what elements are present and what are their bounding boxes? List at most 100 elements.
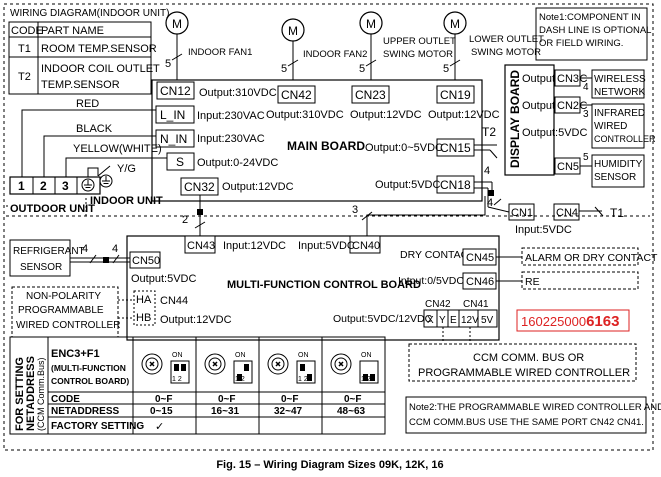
alarm-label: ALARM OR DRY CONTACT (525, 252, 658, 264)
indoor-fan1-label: INDOOR FAN1 (188, 47, 252, 58)
l-in-connector (155, 105, 195, 124)
ha-label: HA (136, 294, 152, 306)
alarm-dry-contact: ALARM OR DRY CONTACT RE (496, 247, 658, 290)
indoor-unit-label: INDOOR UNIT (90, 195, 163, 207)
parts-header-name: PART NAME (41, 25, 104, 37)
lower-swing-label-1: LOWER OUTLET (469, 34, 544, 45)
s-label: S (176, 155, 184, 169)
ccm-bus: CCM COMM. BUS OR PROGRAMMABLE WIRED CONT… (408, 327, 637, 382)
cn15-label: CN15 (440, 141, 471, 155)
enc-header-2: (MULTI-FUNCTION (51, 363, 126, 373)
t2-sensor: T2 (474, 125, 498, 159)
parts-name-t2-line1: INDOOR COIL OUTLET (41, 63, 160, 75)
mfc-board-label: MULTI-FUNCTION CONTROL BOARD (227, 279, 421, 291)
row-factory-label: FACTORY SETTING (51, 421, 144, 432)
remote-partial-label: RE (525, 276, 540, 288)
wire-yellow-label: YELLOW(WHITE) (73, 143, 162, 155)
pin-e: E (450, 315, 457, 326)
bus-output: Output:5VDC/12VDC (333, 313, 433, 325)
motor-pins: 5 (281, 63, 287, 75)
motor-symbol: M (366, 17, 376, 31)
cn19-label: CN19 (440, 88, 471, 102)
wire-black-label: BLACK (76, 123, 113, 135)
indoor-fan2-label: INDOOR FAN2 (303, 49, 367, 60)
setting-side-1: FOR SETTING (14, 357, 26, 431)
note1-line3: OR FIELD WIRING. (539, 38, 623, 49)
cn15-output: Output:0~5VDC (365, 142, 443, 154)
n-in-input: Input:230VAC (197, 133, 265, 145)
dip-on: ON (361, 352, 372, 359)
cn44-output: Output:12VDC (160, 314, 232, 326)
cn1-label: CN1 (511, 207, 533, 219)
code-value-3: 0~F (281, 394, 299, 405)
main-board-label: MAIN BOARD (287, 139, 365, 153)
note2-line2: CCM COMM.BUS USE THE SAME PORT CN42 CN41… (409, 417, 644, 428)
power-wiring: RED BLACK YELLOW(WHITE) (21, 98, 167, 177)
cn40-count: 3 (352, 204, 358, 216)
ccm-label-1: CCM COMM. BUS OR (473, 352, 584, 364)
parts-code-t1: T1 (18, 43, 31, 55)
note1-line1: Note1:COMPONENT IN (539, 12, 641, 23)
parts-header-code: CODE (11, 25, 43, 37)
cn41-mfc-label: CN41 (463, 299, 489, 310)
t1-label: T1 (610, 206, 624, 220)
part-number-suffix: 6163 (586, 313, 619, 330)
code-value-4: 0~F (344, 394, 362, 405)
terminal-block: 1 2 3 Y/G INDOOR UNIT OUTDOOR UNIT (9, 163, 163, 215)
indoor-fan2-motor: M 5 INDOOR FAN2 (281, 18, 367, 80)
note2-line1: Note2:THE PROGRAMMABLE WIRED CONTROLLER … (409, 402, 661, 413)
cn50-output: Output:5VDC (131, 273, 196, 285)
address-dial (141, 353, 163, 375)
lower-swing-motor: M 5 LOWER OUTLET SWING MOTOR (443, 11, 544, 80)
cn42-main-label: CN42 (281, 88, 312, 102)
enc-header-3: CONTROL BOARD) (51, 376, 129, 386)
s-output: Output:0-24VDC (197, 157, 278, 169)
refrigerant-sensor: REFRIGERANT SENSOR 4 4 (9, 239, 130, 277)
note2: Note2:THE PROGRAMMABLE WIRED CONTROLLER … (405, 396, 661, 434)
motor-symbol: M (450, 17, 460, 31)
code-value-1: 0~F (155, 394, 173, 405)
figure-caption: Fig. 15 – Wiring Diagram Sizes 09K, 12K,… (216, 459, 443, 471)
lower-swing-label-2: SWING MOTOR (471, 47, 541, 58)
upper-swing-label-2: SWING MOTOR (383, 49, 453, 60)
factory-value-1: ✓ (155, 421, 164, 433)
cn1-input: Input:5VDC (515, 224, 572, 236)
non-polarity-controller: NON-POLARITY PROGRAMMABLE WIRED CONTROLL… (11, 286, 134, 338)
cn44-connector (133, 290, 156, 326)
cn42-main-connector (277, 85, 316, 104)
note1-line2: DASH LINE IS OPTIONAL (539, 25, 651, 36)
motor-pins: 5 (443, 63, 449, 75)
cn5-output-label: Output:5VDC (522, 127, 587, 139)
cn15-connector (436, 138, 475, 157)
cn18-count-a: 4 (484, 165, 490, 177)
note1: Note1:COMPONENT IN DASH LINE IS OPTIONAL… (535, 7, 651, 61)
code-value-2: 0~F (218, 394, 236, 405)
non-polarity-label-2: PROGRAMMABLE (18, 305, 104, 316)
cn46-label: CN46 (466, 276, 494, 288)
setting-side-2: NETADDRESS (25, 356, 37, 431)
parts-name-t1: ROOM TEMP.SENSOR (41, 43, 157, 55)
l-in-label: L_IN (160, 108, 185, 122)
infrared-label-1: INFRARED (594, 108, 645, 119)
dip-on: ON (172, 352, 183, 359)
row-netaddress-label: NETADDRESS (51, 406, 119, 417)
cn44-label: CN44 (160, 295, 188, 307)
cn50-connector (129, 251, 161, 269)
cn42-cn41-connector (423, 309, 498, 328)
cn18-connector (436, 175, 475, 194)
refrigerant-label-2: SENSOR (20, 262, 62, 273)
dip-pins: 1 2 (235, 376, 245, 383)
n-in-connector (155, 129, 195, 148)
cn42-main-output: Output:310VDC (266, 109, 344, 121)
netaddress-value-4: 48~63 (337, 406, 366, 417)
l-in-input: Input:230VAC (197, 110, 265, 122)
dry-contact-label: DRY CONTACT (400, 249, 475, 261)
outer-frame (3, 3, 654, 451)
dip-pins: 1 2 (361, 376, 371, 383)
cn18-label: CN18 (440, 178, 471, 192)
pin-y: Y (439, 315, 446, 326)
cn23-output: Output:12VDC (350, 109, 422, 121)
cn43-input: Input:12VDC (223, 240, 286, 252)
cn32-cn43-wiring: 2 (182, 195, 206, 236)
setting-side-3: (CCM Comm.Bus) (36, 357, 46, 431)
